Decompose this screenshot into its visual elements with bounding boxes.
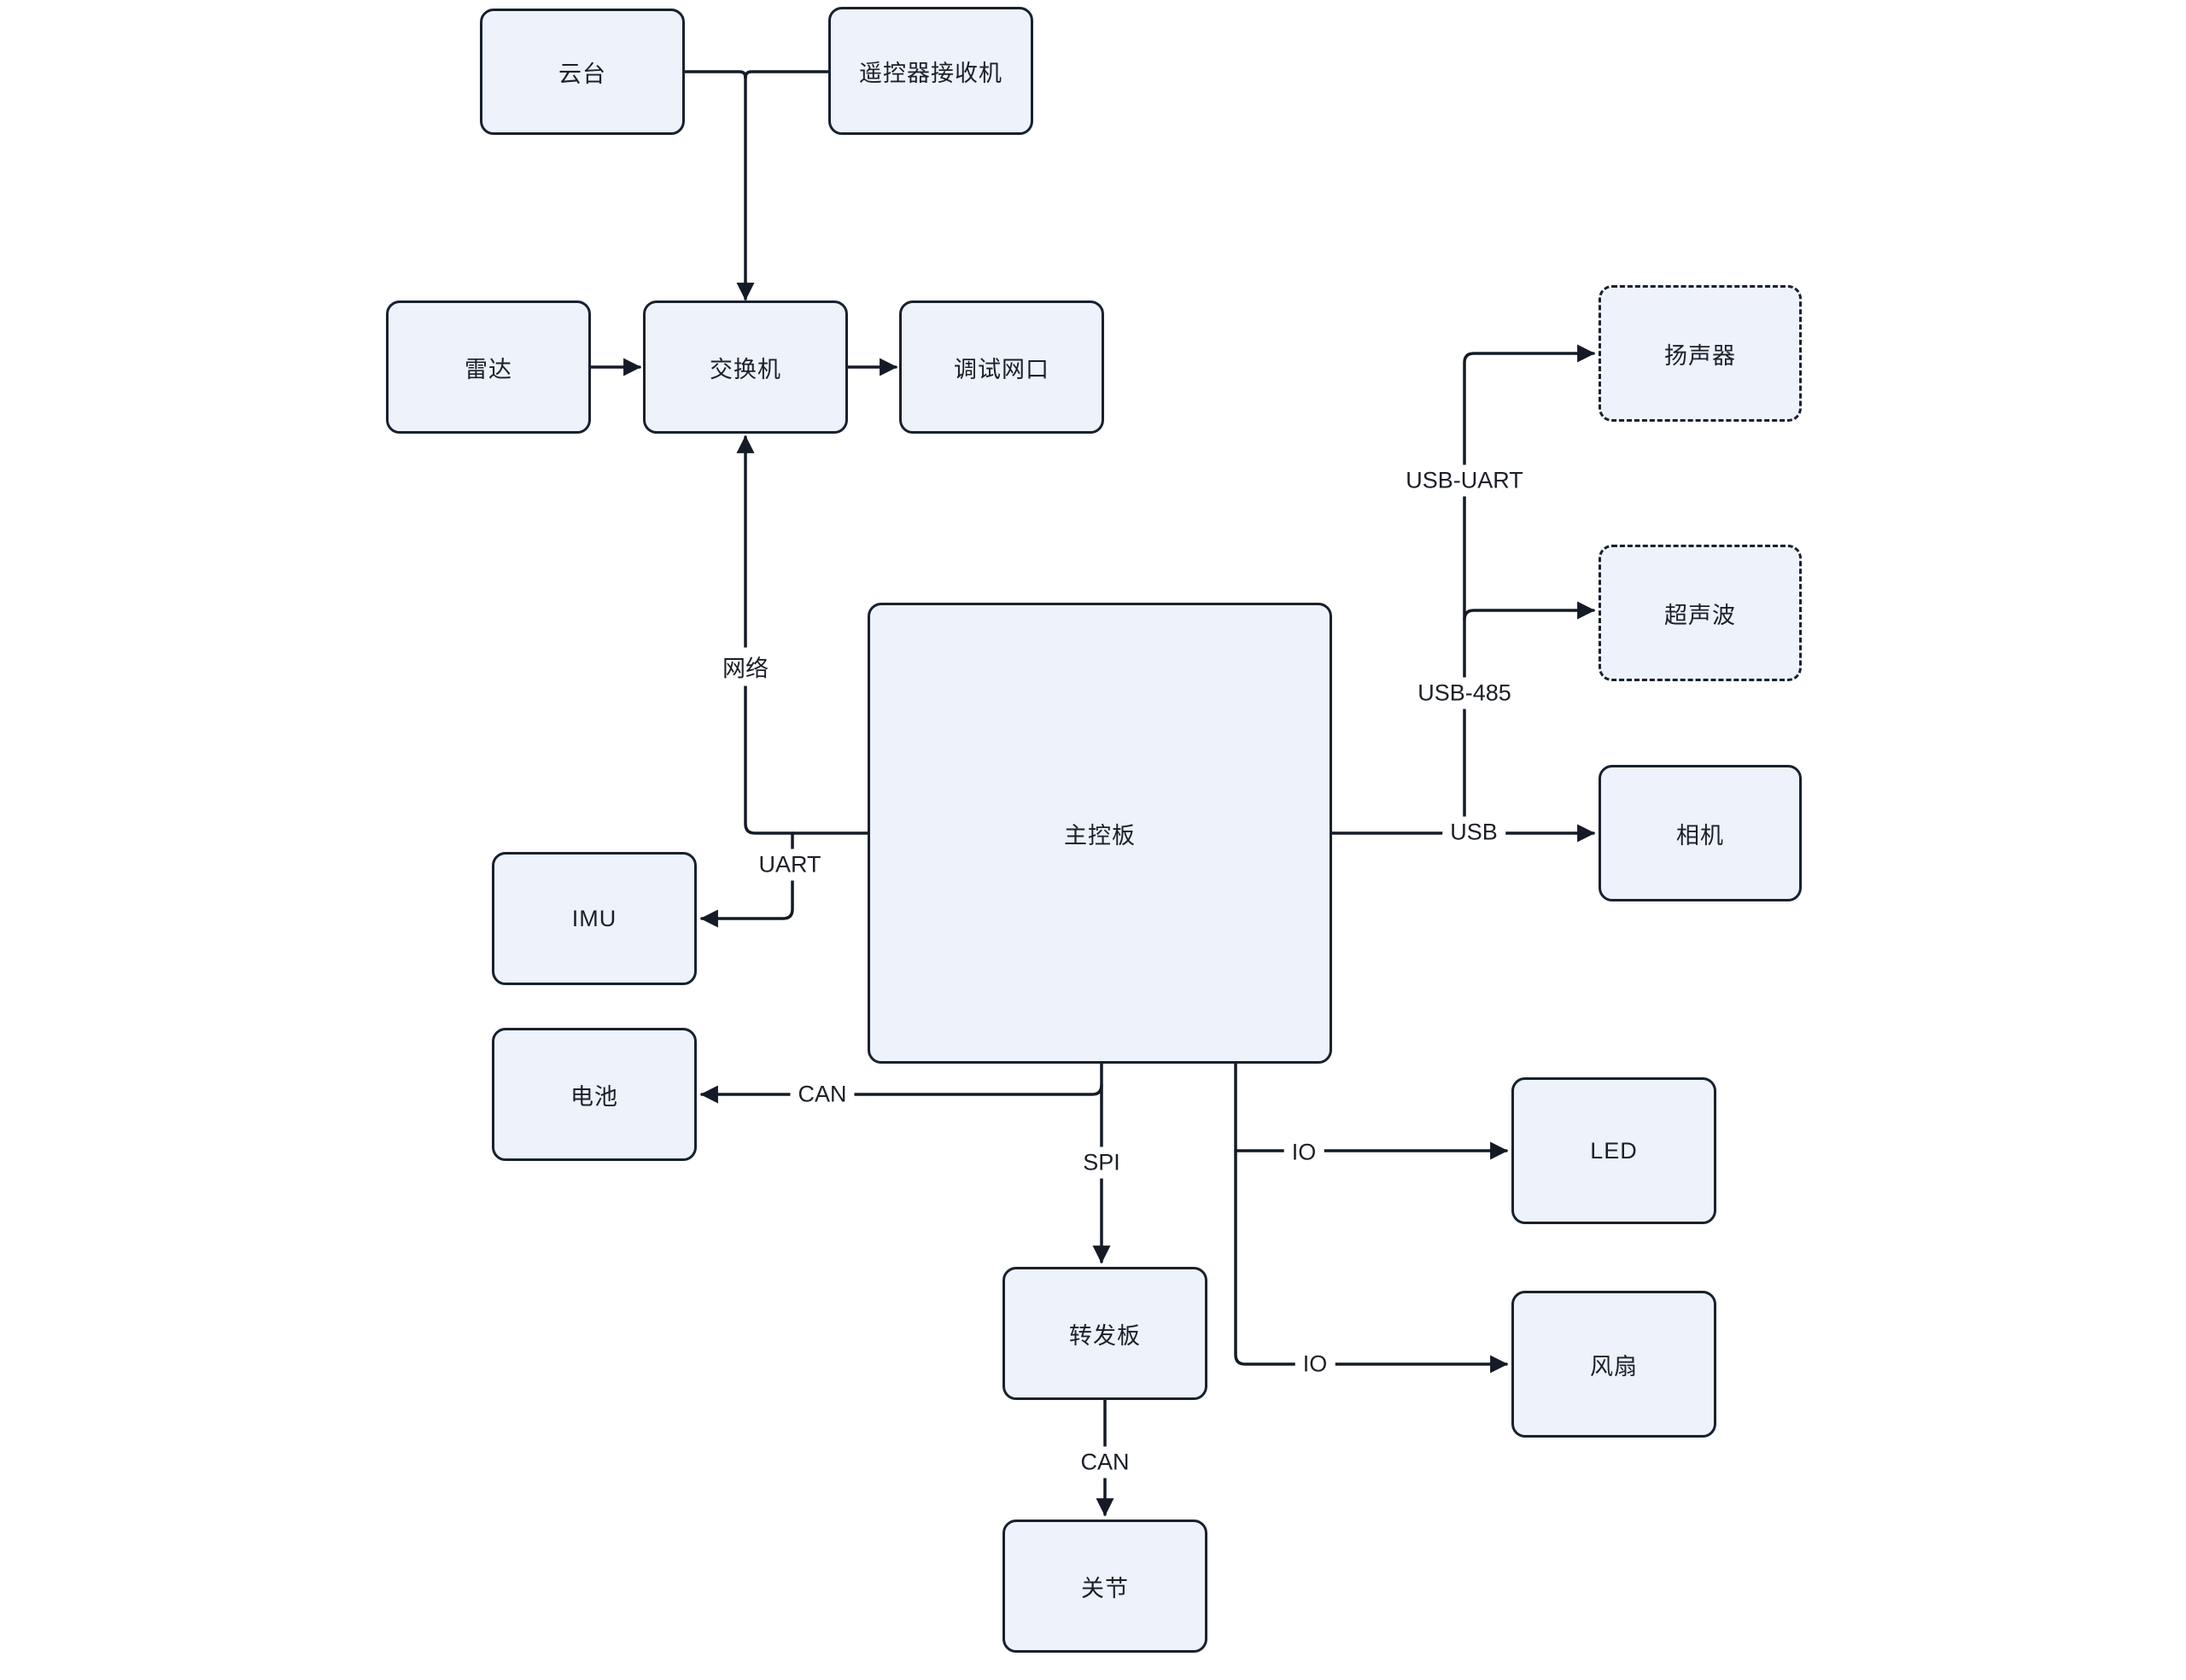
edge-gimbal-junction <box>683 70 747 79</box>
edge-label-can-battery: CAN <box>790 1078 855 1111</box>
node-ultrasonic: 超声波 <box>1599 545 1802 681</box>
edge-label-network: 网络 <box>715 647 776 686</box>
edge-label-spi: SPI <box>1075 1146 1128 1179</box>
edge-mainboard-speaker <box>1463 344 1596 835</box>
edge-mainboard-battery <box>699 1083 1103 1104</box>
node-camera: 相机 <box>1599 765 1802 901</box>
node-switch: 交换机 <box>643 300 848 434</box>
edge-mainboard-switch <box>736 435 869 835</box>
node-speaker: 扬声器 <box>1599 285 1802 422</box>
edge-label-usb-485: USB-485 <box>1410 677 1519 709</box>
node-main-board: 主控板 <box>868 603 1332 1064</box>
node-led: LED <box>1511 1077 1716 1224</box>
edge-label-usb-uart: USB-UART <box>1398 464 1531 497</box>
edge-mainboard-imu <box>699 831 794 928</box>
node-radar: 雷达 <box>386 300 591 434</box>
node-rc-receiver: 遥控器接收机 <box>828 7 1033 135</box>
edge-label-io-fan: IO <box>1295 1348 1336 1380</box>
edge-label-io-led: IO <box>1283 1136 1324 1169</box>
node-fan: 风扇 <box>1511 1291 1716 1438</box>
edge-rc-junction <box>744 70 830 79</box>
node-gimbal: 云台 <box>480 9 685 135</box>
node-imu: IMU <box>492 852 697 985</box>
node-debug-port: 调试网口 <box>899 300 1104 434</box>
edge-mainboard-ultrasonic <box>1463 601 1596 621</box>
node-battery: 电池 <box>492 1028 697 1161</box>
node-forward-board: 转发板 <box>1002 1267 1207 1400</box>
node-joint: 关节 <box>1002 1520 1207 1653</box>
edge-label-uart: UART <box>751 849 829 881</box>
edge-mainboard-fan <box>1234 1062 1509 1374</box>
edge-label-can-joint: CAN <box>1073 1446 1137 1479</box>
edge-label-usb: USB <box>1442 816 1505 849</box>
